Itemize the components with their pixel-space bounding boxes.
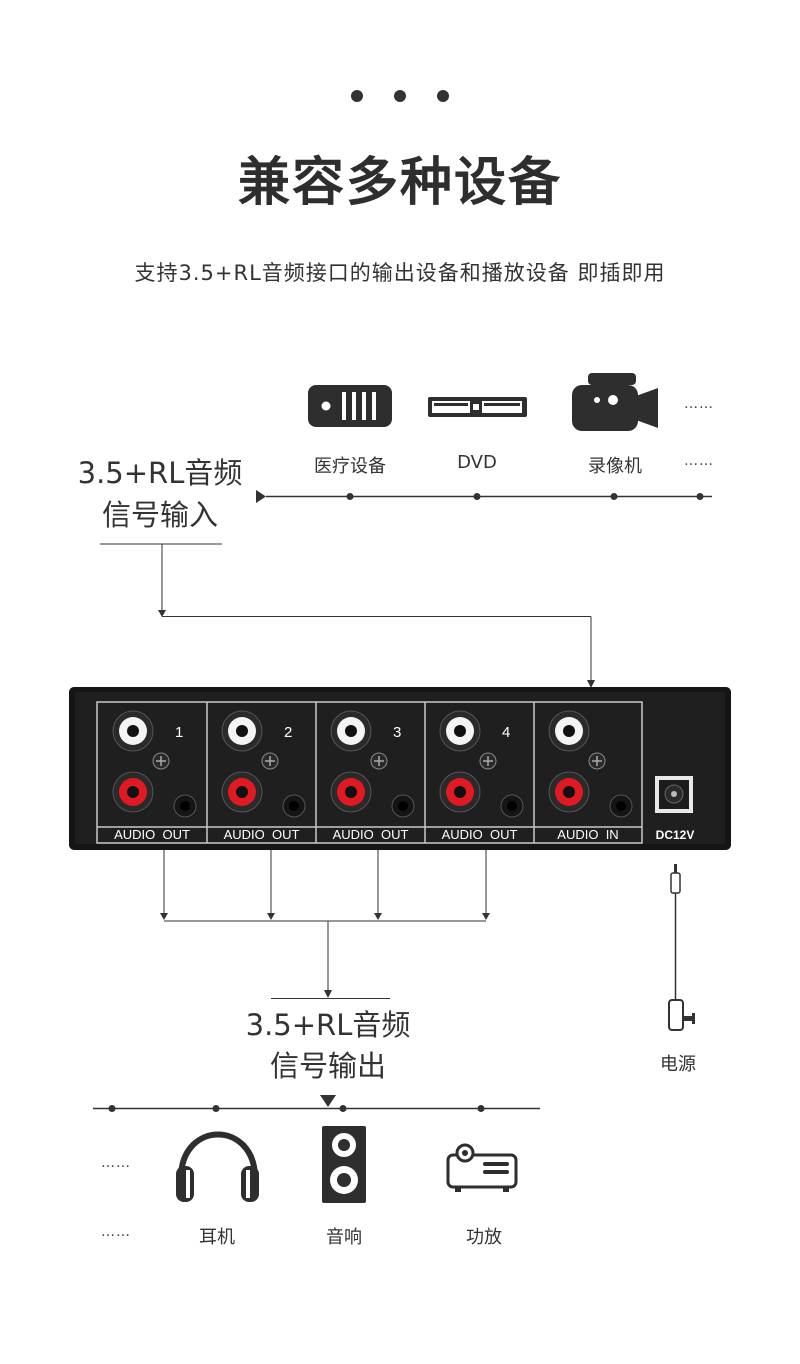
more-devices-ellipsis: …… xyxy=(684,453,714,469)
output-label-line2: 信号输出 xyxy=(269,1049,386,1083)
dvd-player-icon xyxy=(428,397,527,417)
output-port-group xyxy=(112,710,197,818)
device-label-medical: 医疗设备 xyxy=(314,456,386,477)
more-devices-ellipsis: …… xyxy=(684,396,714,412)
input-label-line2: 信号输入 xyxy=(101,498,218,532)
page-title: 兼容多种设备 xyxy=(237,153,562,213)
decor-dot xyxy=(437,90,449,102)
amplifier-icon xyxy=(446,1143,518,1192)
output-port-group xyxy=(330,710,415,818)
device-label-camcorder: 录像机 xyxy=(588,456,642,477)
page-subtitle: 支持3.5+RL音频接口的输出设备和播放设备 即插即用 xyxy=(134,261,666,285)
device-label-amplifier: 功放 xyxy=(466,1227,502,1248)
video-camera-icon xyxy=(572,373,658,431)
decor-dot xyxy=(351,90,363,102)
output-label-line1: 3.5+RL音频 xyxy=(245,1008,411,1042)
output-port-group xyxy=(221,710,306,818)
device-label-dvd: DVD xyxy=(457,452,497,473)
medical-device-icon xyxy=(308,385,392,427)
decor-dot xyxy=(394,90,406,102)
power-label: 电源 xyxy=(660,1054,696,1075)
output-port-group xyxy=(439,710,524,818)
device-rear-panel xyxy=(69,687,731,850)
device-label-speaker: 音响 xyxy=(326,1227,362,1248)
more-devices-ellipsis: …… xyxy=(101,1224,131,1240)
speaker-icon xyxy=(322,1126,366,1203)
power-adapter-icon xyxy=(668,864,695,1031)
more-devices-ellipsis: …… xyxy=(101,1155,131,1171)
headphones-icon xyxy=(176,1131,259,1202)
device-label-headphones: 耳机 xyxy=(199,1227,235,1248)
dc-jack xyxy=(655,776,693,813)
input-port-group xyxy=(548,710,633,818)
input-label-line1: 3.5+RL音频 xyxy=(77,456,243,490)
